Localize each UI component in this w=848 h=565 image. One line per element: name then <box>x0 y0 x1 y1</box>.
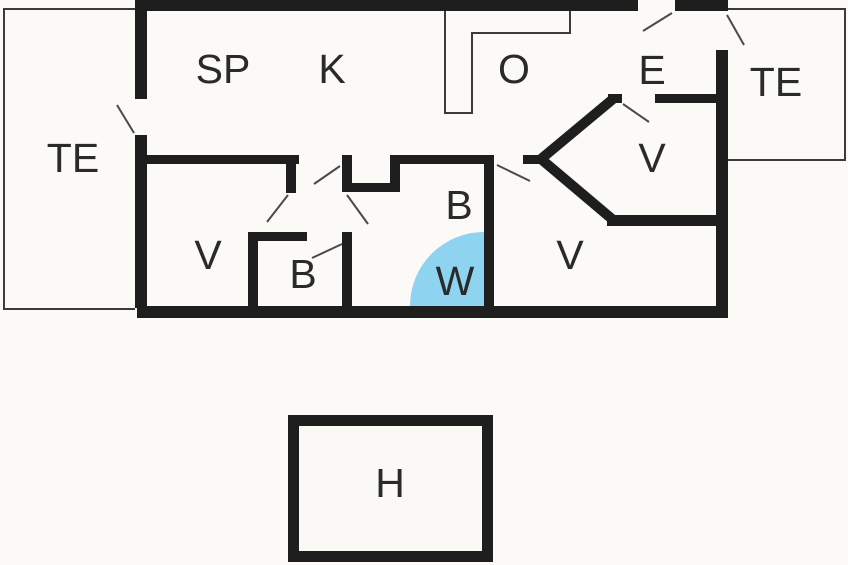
door-swing-entrance <box>642 12 673 32</box>
door-swing-v-right <box>622 103 650 123</box>
exterior-walls <box>135 0 728 318</box>
wall-segment-diagonal <box>537 155 616 223</box>
wall-segment <box>716 50 728 312</box>
room-label-te-left: TE <box>47 135 99 181</box>
wall-segment <box>342 183 400 192</box>
wall-segment <box>147 155 299 164</box>
terrace-left-outline <box>3 8 135 310</box>
chimney-outline <box>444 11 571 114</box>
terrace-right <box>722 8 846 161</box>
room-label-v-right: V <box>638 135 666 181</box>
door-swing-terrace-left <box>116 104 135 134</box>
terrace-right-outline <box>722 8 846 161</box>
terrace-left <box>3 8 135 310</box>
door-swing-terrace-right <box>726 14 745 46</box>
wall-segment <box>342 232 352 308</box>
room-label-b-bath: B <box>445 182 472 228</box>
wall-segment <box>286 155 296 193</box>
room-label-e: E <box>638 47 665 93</box>
door-swing-v-left <box>266 194 289 223</box>
outbuilding-h-walls <box>288 415 493 562</box>
shower-quarter-circle <box>410 232 484 306</box>
room-label-h: H <box>375 460 405 506</box>
wall-segment <box>400 155 486 164</box>
wall-segment <box>655 94 728 103</box>
wall-segment <box>135 135 147 308</box>
wall-segment <box>137 306 728 318</box>
wall-segment <box>523 155 545 164</box>
wall-segment <box>608 94 622 103</box>
door-swing-v-bottom <box>496 164 531 182</box>
room-label-sp: SP <box>196 46 251 92</box>
wall-segment <box>342 155 352 192</box>
wall-segment <box>607 215 728 226</box>
wall-segment <box>135 0 147 99</box>
room-label-v-bottom: V <box>556 232 584 278</box>
door-swing-hall-k <box>313 165 341 185</box>
wall-segment-diagonal <box>537 95 617 163</box>
wall-segment <box>675 0 728 11</box>
room-label-o: O <box>498 46 530 92</box>
room-labels: TE SP K O E TE V B V V B W H <box>47 46 802 506</box>
wall-segment <box>248 232 258 308</box>
door-swing-bathroom <box>346 194 369 225</box>
wall-segment <box>248 232 307 241</box>
doors <box>116 12 745 259</box>
room-label-v-left: V <box>194 232 222 278</box>
room-label-w: W <box>436 258 475 304</box>
wall-segment <box>390 155 400 192</box>
door-swing-b-small <box>311 243 343 259</box>
wall-segment <box>137 0 638 11</box>
wall-segment <box>484 155 494 308</box>
room-label-te-right: TE <box>750 59 802 105</box>
room-label-b-small: B <box>289 251 316 297</box>
interior-walls <box>147 94 728 308</box>
room-label-k: K <box>318 46 345 92</box>
